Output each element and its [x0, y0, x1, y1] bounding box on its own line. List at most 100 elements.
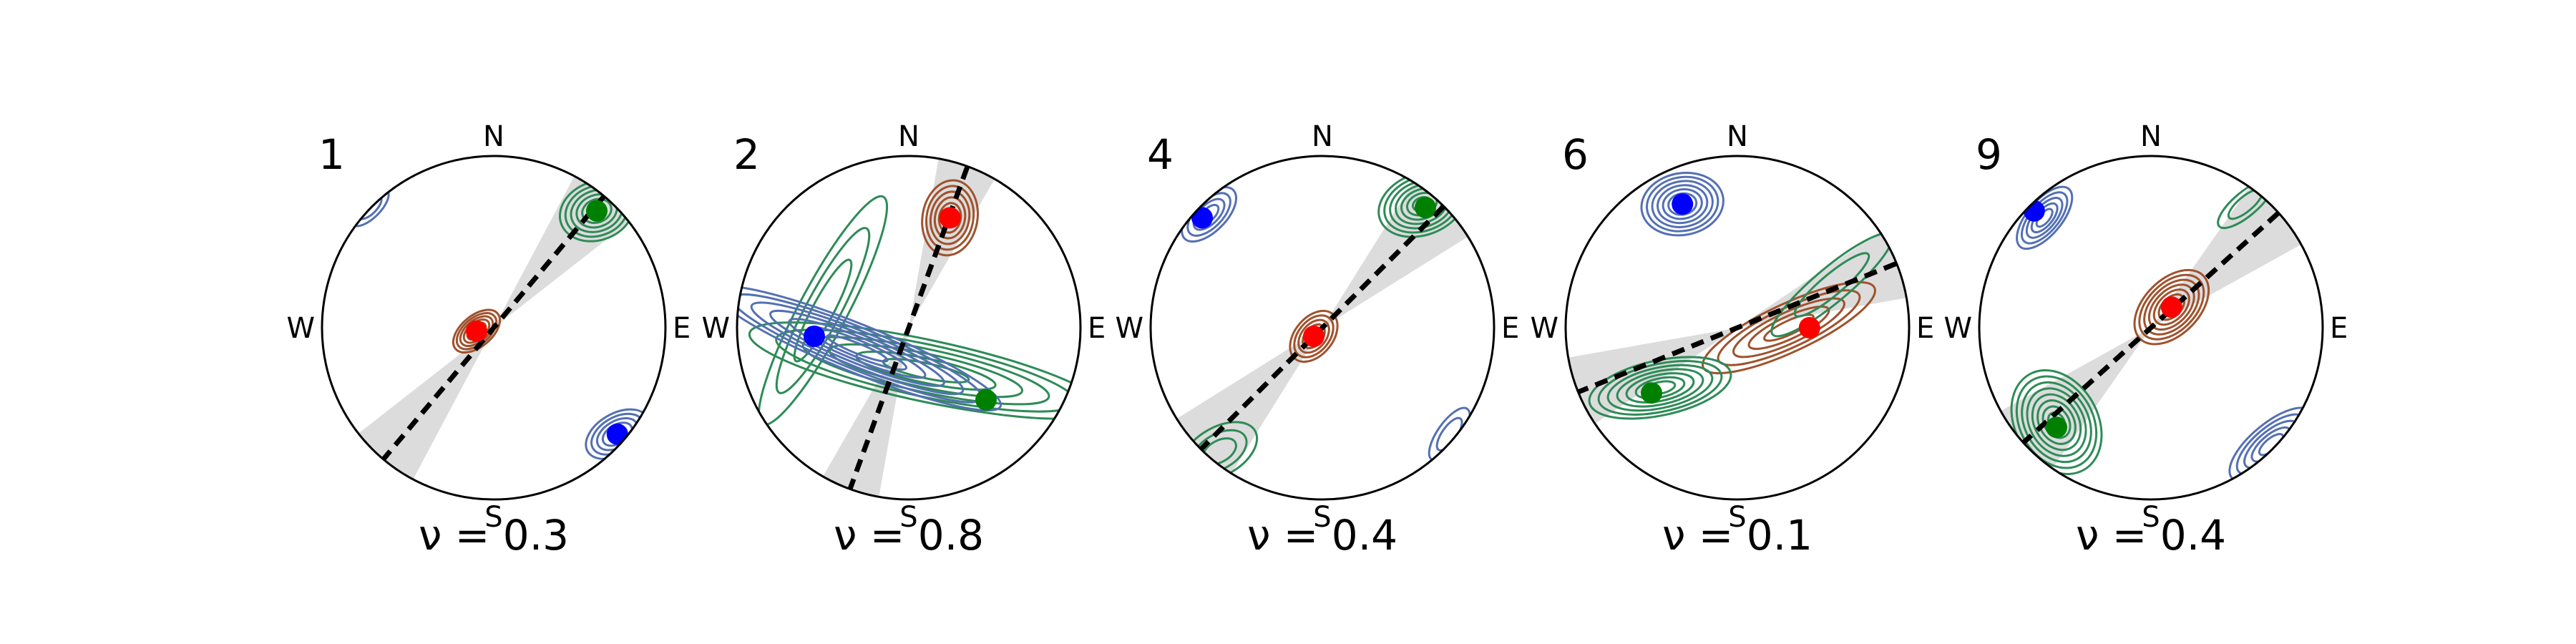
- density-contour: [1793, 252, 1870, 318]
- density-contour: [1606, 364, 1714, 412]
- axis-line: [1979, 156, 2323, 499]
- stereonet-outline: [1149, 155, 1496, 501]
- cone-wedge: [909, 156, 1046, 328]
- data-point: [2023, 200, 2045, 222]
- nu-value-label: ν = 0.3: [419, 511, 569, 560]
- compass-south-label: S: [1313, 501, 1331, 534]
- density-contour: [1634, 376, 1686, 400]
- data-point: [975, 389, 997, 411]
- compass-east-label: E: [1916, 312, 1934, 345]
- compass-west-label: W: [1530, 312, 1558, 345]
- compass-north-label: N: [1727, 120, 1748, 153]
- stereonet-panel-9: N S E W 9 ν = 0.4: [1943, 120, 2348, 560]
- density-contour: [2138, 273, 2205, 341]
- density-contour: [1289, 309, 1339, 364]
- density-contour: [826, 334, 889, 363]
- density-contour: [2026, 387, 2087, 457]
- density-contour: [1297, 318, 1330, 354]
- panel-content: [1566, 171, 1909, 482]
- density-contour: [1597, 360, 1723, 416]
- density-contour: [748, 321, 1080, 420]
- data-point: [606, 423, 628, 445]
- panel-number-label: 1: [318, 130, 345, 179]
- stereonet-outline: [1564, 155, 1911, 501]
- compass-south-label: S: [484, 501, 502, 534]
- density-contour: [2036, 399, 2077, 445]
- density-contour: [1662, 187, 1703, 220]
- data-point: [1303, 326, 1324, 347]
- density-contour: [581, 197, 613, 224]
- stereonet-panel-1: N S E W 1 ν = 0.3: [286, 120, 691, 560]
- panel-number-label: 4: [1147, 130, 1174, 179]
- compass-west-label: W: [286, 312, 315, 345]
- data-point: [939, 207, 961, 229]
- density-contour: [769, 309, 945, 387]
- density-contour: [1657, 184, 1709, 225]
- data-point: [1798, 317, 1820, 338]
- compass-west-label: W: [1115, 312, 1143, 345]
- density-contour: [737, 285, 1002, 412]
- stereonet-panel-6: N S E W 6 ν = 0.1: [1530, 120, 1934, 560]
- compass-north-label: N: [2140, 120, 2162, 153]
- stereonet-outline: [321, 155, 667, 501]
- density-contour: [921, 179, 980, 257]
- density-contour: [925, 185, 975, 251]
- compass-east-label: E: [673, 312, 691, 345]
- compass-south-label: S: [1728, 501, 1746, 534]
- axis-line: [322, 156, 665, 499]
- compass-south-label: S: [2142, 501, 2160, 534]
- panel-number-label: 9: [1976, 130, 2002, 179]
- stereonet-panel-2: N S E W 2 ν = 0.8: [701, 120, 1106, 560]
- data-point: [1641, 382, 1662, 404]
- compass-south-label: S: [899, 501, 917, 534]
- density-contour: [1293, 314, 1335, 358]
- density-contour: [1646, 175, 1719, 233]
- compass-west-label: W: [701, 312, 730, 345]
- density-contour: [1625, 372, 1695, 404]
- panel-content: [737, 156, 1080, 499]
- nu-value-label: ν = 0.4: [2076, 511, 2226, 560]
- compass-north-label: N: [898, 120, 919, 153]
- density-contour: [1428, 406, 1471, 462]
- stereonet-outline: [736, 155, 1082, 501]
- density-contour: [801, 336, 1050, 406]
- density-contour: [2133, 268, 2210, 346]
- cone-wedge: [1737, 174, 1909, 328]
- density-contour: [1640, 171, 1724, 237]
- data-point: [466, 320, 487, 342]
- axis-line: [1151, 156, 1494, 499]
- axis-line: [812, 156, 1005, 499]
- compass-north-label: N: [483, 120, 504, 153]
- density-contour: [1763, 313, 1815, 342]
- nu-value-label: ν = 0.4: [1247, 511, 1397, 560]
- density-contour: [2031, 393, 2082, 452]
- density-contour: [2152, 288, 2190, 326]
- data-point: [1191, 207, 1213, 229]
- compass-east-label: E: [2330, 312, 2348, 345]
- panel-number-label: 6: [1562, 130, 1589, 179]
- density-contour: [750, 301, 965, 396]
- data-point: [1672, 193, 1694, 215]
- panel-number-label: 2: [733, 130, 760, 179]
- density-contour: [929, 190, 971, 245]
- density-contour: [1435, 416, 1463, 452]
- compass-north-label: N: [1312, 120, 1333, 153]
- nu-value-label: ν = 0.8: [834, 511, 984, 560]
- compass-east-label: E: [1088, 312, 1106, 345]
- density-contour: [937, 202, 962, 234]
- data-point: [586, 200, 608, 222]
- density-contour: [788, 318, 927, 379]
- stereonet-outline: [1978, 155, 2324, 501]
- density-contour: [2041, 405, 2072, 439]
- data-point: [1415, 197, 1436, 218]
- density-contour: [1651, 180, 1714, 228]
- density-contour: [1732, 297, 1845, 358]
- nu-value-label: ν = 0.1: [1662, 511, 1813, 560]
- panel-content: [1979, 156, 2323, 499]
- data-point: [804, 326, 825, 347]
- compass-west-label: W: [1943, 312, 1972, 345]
- density-contour: [452, 308, 502, 354]
